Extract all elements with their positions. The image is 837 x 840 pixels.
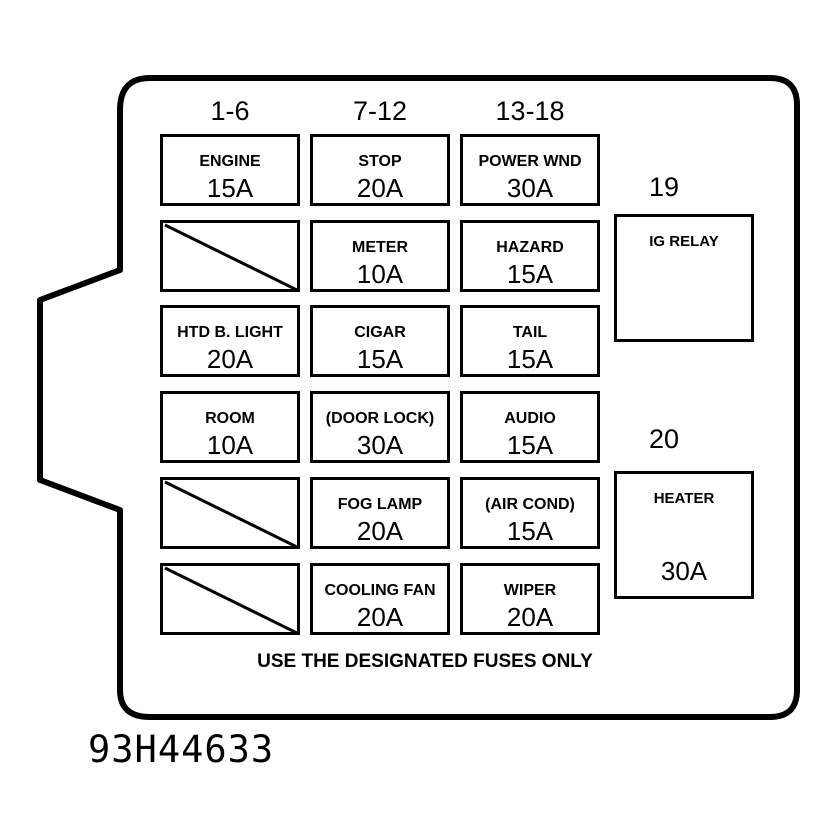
fuse-rating: 15A	[506, 344, 554, 374]
fuse-name: TAIL	[512, 324, 548, 341]
fuse-rating: 10A	[206, 430, 254, 460]
fuse-slot: (DOOR LOCK) 30A	[310, 391, 450, 463]
relay-slot-number: 19	[648, 172, 680, 202]
fuse-notice: USE THE DESIGNATED FUSES ONLY	[257, 651, 593, 672]
column-label: 13-18	[495, 96, 565, 126]
relay-slot-number: 20	[648, 424, 680, 454]
fuse-name: (AIR COND)	[485, 496, 575, 513]
fuse-rating: 15A	[206, 173, 254, 203]
fuse-name: AUDIO	[504, 410, 556, 427]
fuse-slot-empty	[160, 563, 300, 635]
fuse-name: HAZARD	[496, 239, 564, 256]
fuse-name: COOLING FAN	[324, 582, 436, 599]
fuse-slot-empty	[160, 477, 300, 549]
fuse-name: ENGINE	[199, 153, 261, 170]
relay-slot: HEATER 30A	[614, 471, 754, 599]
fuse-rating: 30A	[506, 173, 554, 203]
fuse-name: STOP	[358, 153, 402, 170]
relay-rating: 30A	[660, 556, 708, 586]
fuse-rating: 20A	[356, 516, 404, 546]
empty-slot-diagonal-icon	[164, 566, 297, 632]
fuse-rating: 15A	[356, 344, 404, 374]
relay-name: HEATER	[653, 490, 715, 507]
empty-slot-diagonal-icon	[164, 480, 297, 546]
fuse-slot-empty	[160, 220, 300, 292]
fuse-name: ROOM	[205, 410, 255, 427]
fuse-name: METER	[352, 239, 408, 256]
fuse-name: HTD B. LIGHT	[177, 324, 283, 341]
fuse-slot: TAIL 15A	[460, 305, 600, 377]
fuse-rating: 30A	[356, 430, 404, 460]
empty-slot-diagonal-icon	[164, 223, 297, 289]
relay-slot: IG RELAY	[614, 214, 754, 342]
fuse-slot: AUDIO 15A	[460, 391, 600, 463]
relay-name: IG RELAY	[649, 233, 719, 250]
fuse-rating: 20A	[506, 602, 554, 632]
column-label: 1-6	[210, 96, 250, 126]
fuse-slot: CIGAR 15A	[310, 305, 450, 377]
fuse-slot: HTD B. LIGHT 20A	[160, 305, 300, 377]
fuse-slot: POWER WND 30A	[460, 134, 600, 206]
fuse-rating: 15A	[506, 259, 554, 289]
fuse-rating: 20A	[206, 344, 254, 374]
column-label: 7-12	[352, 96, 408, 126]
fuse-slot: ROOM 10A	[160, 391, 300, 463]
fuse-name: (DOOR LOCK)	[325, 410, 435, 427]
fuse-rating: 20A	[356, 602, 404, 632]
fuse-slot: (AIR COND) 15A	[460, 477, 600, 549]
fuse-name: CIGAR	[354, 324, 406, 341]
fuse-name: WIPER	[503, 582, 557, 599]
fuse-rating: 15A	[506, 516, 554, 546]
fuse-name: POWER WND	[478, 153, 582, 170]
fuse-slot: ENGINE 15A	[160, 134, 300, 206]
fuse-slot: WIPER 20A	[460, 563, 600, 635]
part-number: 93H44633	[88, 728, 275, 771]
fuse-slot: STOP 20A	[310, 134, 450, 206]
fuse-slot: HAZARD 15A	[460, 220, 600, 292]
fuse-slot: METER 10A	[310, 220, 450, 292]
fuse-rating: 15A	[506, 430, 554, 460]
fuse-slot: FOG LAMP 20A	[310, 477, 450, 549]
fuse-rating: 20A	[356, 173, 404, 203]
fuse-rating: 10A	[356, 259, 404, 289]
fuse-slot: COOLING FAN 20A	[310, 563, 450, 635]
fuse-name: FOG LAMP	[337, 496, 423, 513]
